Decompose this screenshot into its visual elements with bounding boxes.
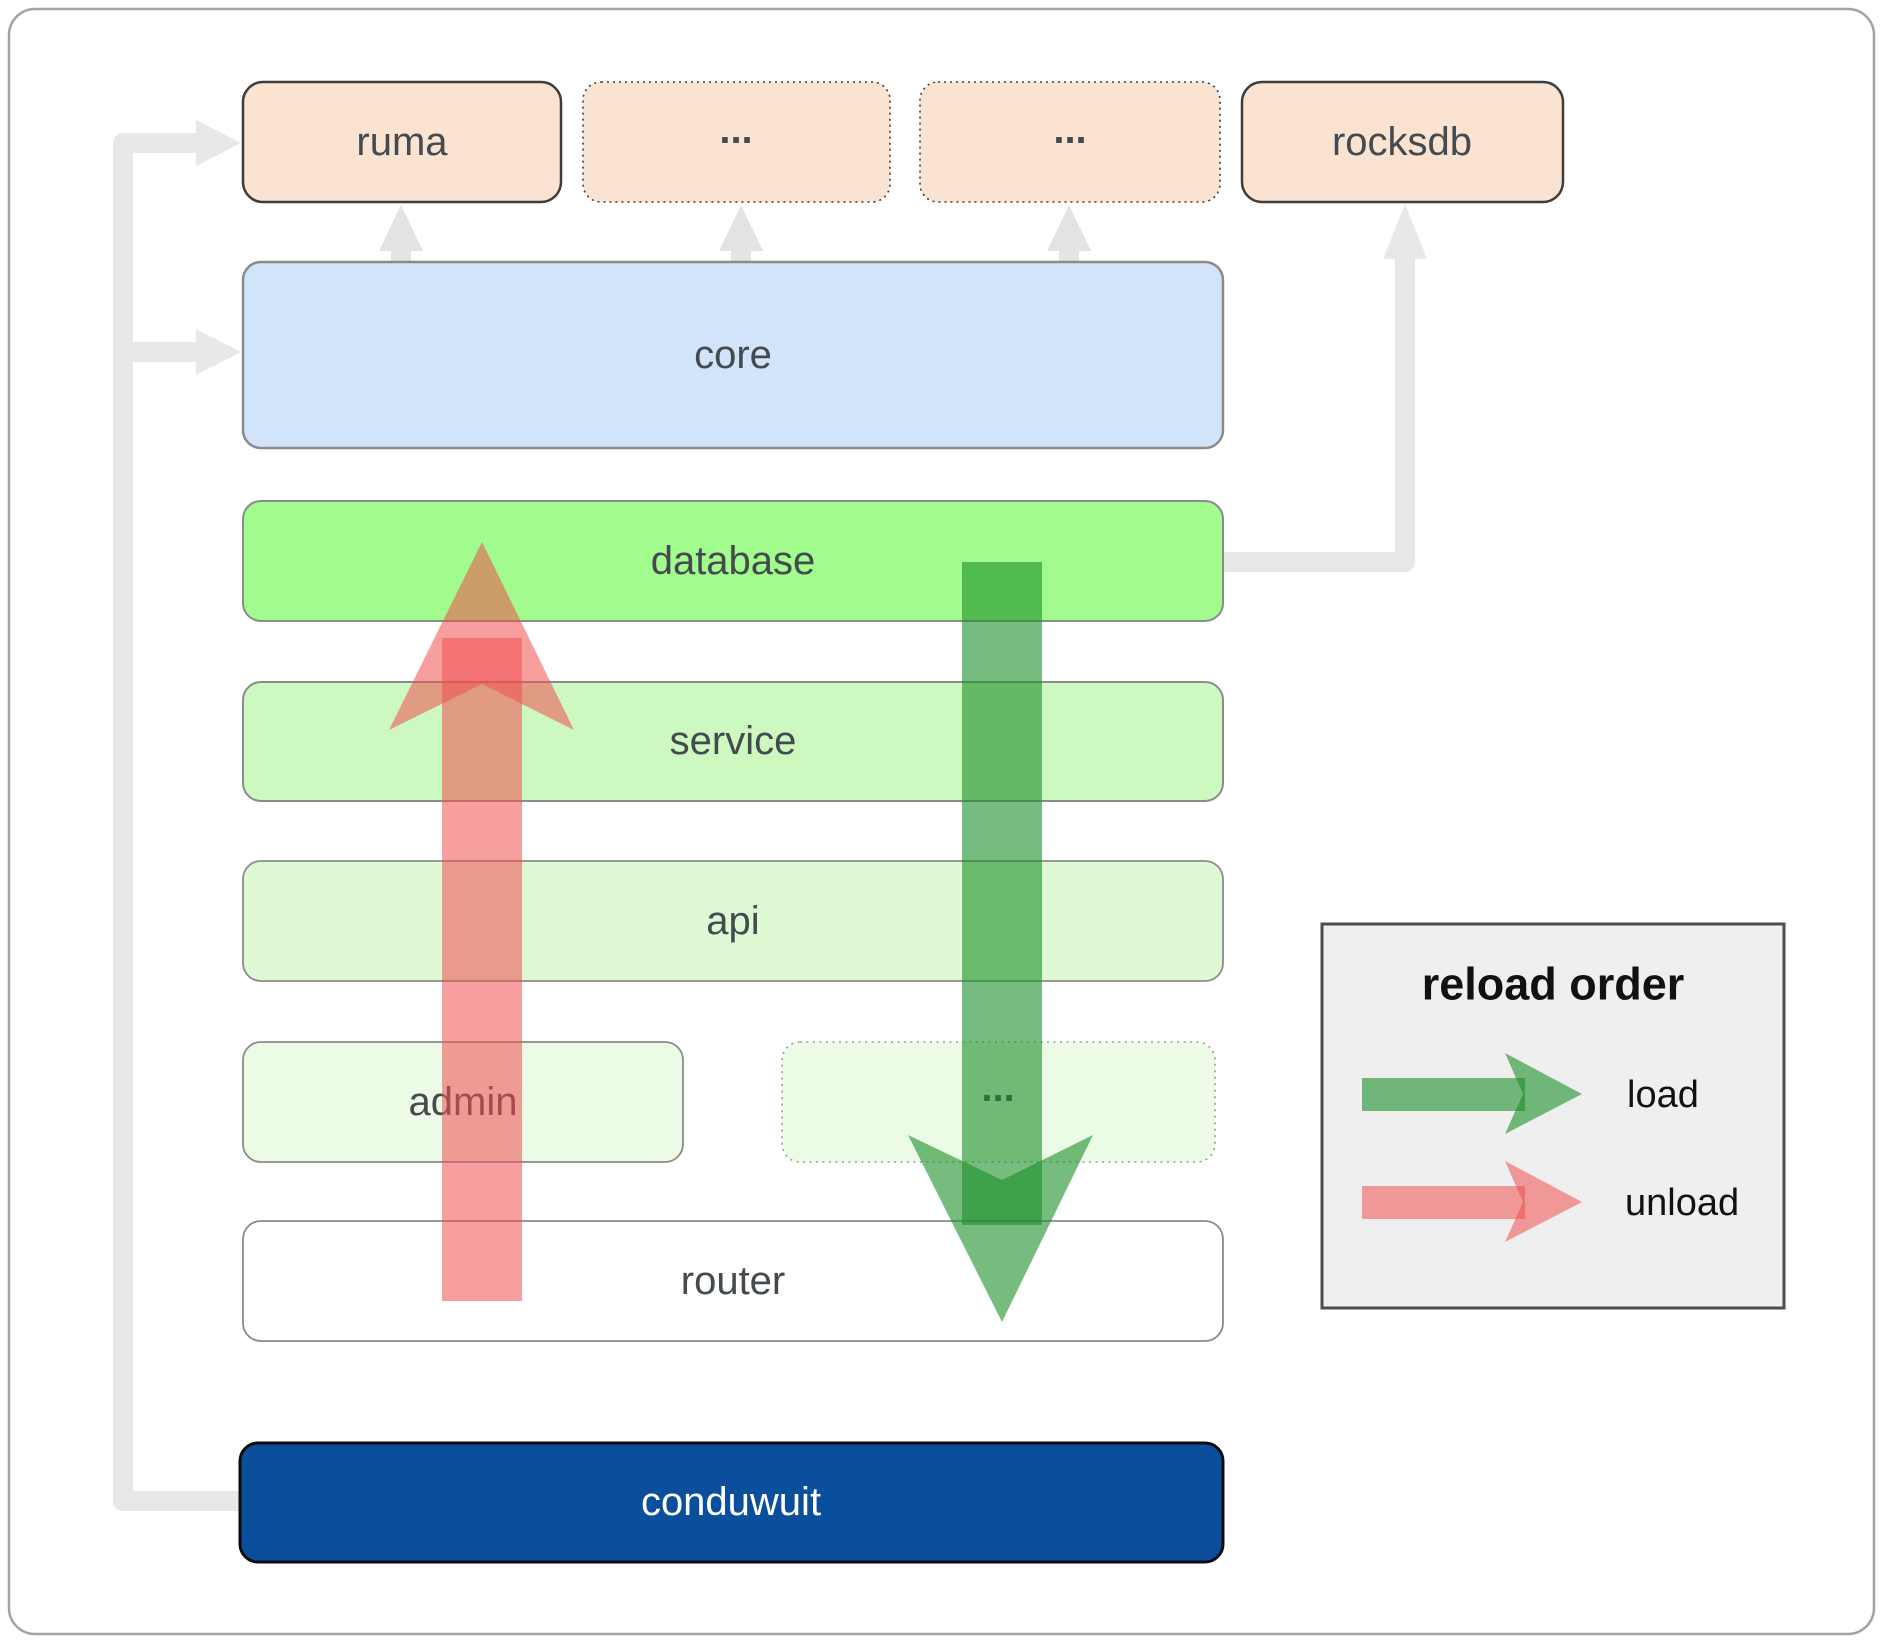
legend-load-arrowhead-icon bbox=[1505, 1053, 1582, 1134]
core-to-top-row-arrows bbox=[379, 205, 1091, 262]
reload-arrows bbox=[389, 542, 1093, 1322]
legend-load-arrow bbox=[1362, 1053, 1582, 1134]
ruma-label: ruma bbox=[356, 120, 448, 164]
legend-unload-arrowhead-icon bbox=[1505, 1161, 1582, 1242]
load-arrow-shaft bbox=[962, 562, 1042, 1225]
database-to-rocksdb-connector bbox=[1224, 258, 1415, 572]
unload-arrow-shaft bbox=[442, 638, 522, 1301]
legend-title: reload order bbox=[1422, 959, 1685, 1010]
legend-load-arrow-shaft bbox=[1362, 1078, 1525, 1111]
core-box bbox=[241, 260, 1225, 450]
dots-top-2-box bbox=[919, 81, 1221, 203]
dots-top-2-label: ... bbox=[1053, 108, 1086, 152]
legend-unload-arrow bbox=[1362, 1161, 1582, 1242]
conduwuit-box bbox=[238, 1441, 1225, 1564]
conduwuit-label: conduwuit bbox=[641, 1480, 821, 1524]
unload-arrowhead-icon bbox=[389, 542, 574, 730]
rocksdb-label: rocksdb bbox=[1332, 120, 1472, 164]
dots-top-1-label: ... bbox=[719, 108, 752, 152]
legend-box bbox=[1320, 922, 1786, 1310]
ruma-box bbox=[241, 80, 563, 204]
core-connector-arrowhead-icon bbox=[196, 329, 241, 375]
load-arrowhead-icon bbox=[908, 1135, 1093, 1322]
core-to-ruma-arrowhead-icon bbox=[379, 205, 423, 251]
diagram-frame bbox=[7, 7, 1876, 1636]
api-label: api bbox=[706, 899, 759, 943]
unload-arrow bbox=[389, 542, 574, 1301]
legend: reload order load unload bbox=[1320, 922, 1786, 1310]
core-to-dots1-arrowhead-icon bbox=[719, 205, 763, 251]
conduwuit-to-ruma-connector bbox=[113, 133, 240, 1511]
legend-load-label: load bbox=[1627, 1074, 1699, 1116]
core-to-dots2-arrowhead-icon bbox=[1047, 205, 1091, 251]
service-label: service bbox=[670, 719, 797, 763]
legend-unload-arrow-shaft bbox=[1362, 1186, 1525, 1219]
router-label: router bbox=[681, 1259, 786, 1303]
dependency-connectors bbox=[113, 120, 1427, 1511]
dots-top-1-box bbox=[582, 81, 891, 203]
legend-unload-label: unload bbox=[1625, 1182, 1739, 1224]
load-arrow bbox=[908, 562, 1093, 1322]
rocksdb-box bbox=[1240, 80, 1565, 204]
rocksdb-connector-arrowhead-icon bbox=[1383, 204, 1427, 259]
core-label: core bbox=[694, 333, 772, 377]
database-label: database bbox=[651, 539, 816, 583]
ruma-connector-arrowhead-icon bbox=[196, 120, 241, 166]
